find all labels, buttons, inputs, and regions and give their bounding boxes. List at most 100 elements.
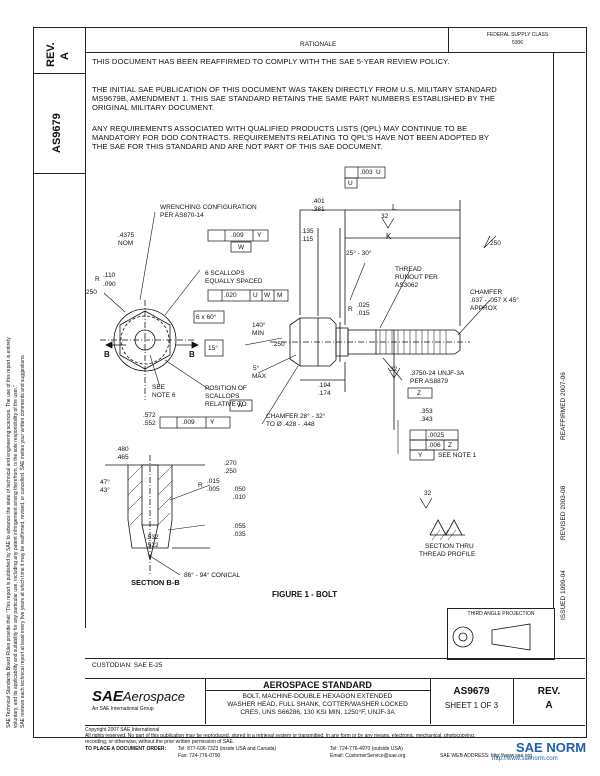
- deg-5: 5°: [253, 365, 260, 372]
- fcf-datum-y: Y: [257, 232, 262, 239]
- datum-w-2: W: [237, 402, 244, 409]
- sae-aerospace-logo: SAEAerospace An SAE International Group: [92, 688, 185, 712]
- equally-spaced-label: EQUALLY SPACED: [205, 278, 263, 285]
- custodian-label: CUSTODIAN: SAE E-25: [92, 662, 163, 669]
- scallops-label: 6 SCALLOPS: [205, 270, 245, 277]
- dim-l: L: [392, 203, 397, 212]
- dim-035: .035: [233, 531, 246, 538]
- paragraph-reaffirmed: THIS DOCUMENT HAS BEEN REAFFIRMED TO COM…: [92, 57, 450, 66]
- thread-profile-label: THREAD PROFILE: [419, 551, 476, 558]
- fcf-009-b: .009: [182, 419, 195, 426]
- thread-runout-1: THREAD: [395, 266, 422, 273]
- relative-to-label: RELATIVE TO: [205, 401, 247, 408]
- dim-270: .270: [224, 460, 237, 467]
- roughness-32-profile: 32: [424, 490, 432, 497]
- fcf-u: U: [253, 292, 258, 299]
- watermark-url[interactable]: http://www.saenorm.com: [492, 756, 558, 762]
- section-arrow-right: B: [189, 350, 195, 359]
- see-label: SEE: [152, 384, 166, 391]
- dim-k: K: [386, 232, 392, 241]
- fax: Fax: 724-776-0790: [178, 753, 221, 759]
- right-column-divider: [553, 52, 554, 608]
- datum-y-box: Y: [418, 452, 423, 459]
- deg-25-30: 25° - 30°: [346, 250, 372, 257]
- scallops-label-2: SCALLOPS: [205, 393, 240, 400]
- dim-343: .343: [420, 416, 433, 423]
- hex-head-end-view: [100, 300, 199, 400]
- per-as8879: PER AS8879: [410, 378, 448, 385]
- thread-runout-2: RUNOUT PER: [395, 274, 438, 281]
- doc-number-cell: AS9679: [33, 73, 86, 174]
- r-label-1: R: [95, 276, 100, 283]
- see-note-1: SEE NOTE 1: [438, 452, 477, 459]
- email-link[interactable]: Email: CustomerService@sae.org: [330, 753, 406, 759]
- tel-usa: Tel: 877-606-7323 (inside USA and Canada…: [178, 746, 277, 752]
- dim-nom: NOM: [118, 240, 134, 247]
- r-label-2: R: [348, 306, 353, 313]
- title-doc-number: AS9679: [453, 686, 490, 697]
- reaffirmed-date: REAFFIRMED 2007-06: [560, 372, 567, 440]
- paragraph-origin-3: ORIGINAL MILITARY DOCUMENT.: [92, 103, 215, 112]
- dim-250-section: .250: [224, 468, 237, 475]
- rationale-heading: RATIONALE: [300, 41, 337, 48]
- fsc-code: 5306: [511, 40, 524, 46]
- roughness-32-top: 32: [381, 213, 389, 220]
- logo-subtitle: An SAE International Group: [92, 706, 154, 712]
- datum-z: Z: [417, 390, 421, 397]
- tel-outside: Tel: 724-776-4970 (outside USA): [330, 746, 403, 752]
- chamfer-28: CHAMFER 28° - 32°: [266, 413, 326, 420]
- dim-480: .480: [116, 446, 129, 453]
- section-bb-title: SECTION B-B: [131, 578, 180, 587]
- dim-115: .115: [301, 236, 314, 243]
- roughness-250-hex: 250: [86, 289, 97, 296]
- six-x-60: 6 x 60°: [196, 314, 217, 321]
- note-6-label: NOTE 6: [152, 392, 176, 399]
- rights-line-1: All rights reserved. No part of this pub…: [85, 733, 476, 739]
- fcf-datum-u: U: [376, 169, 381, 176]
- fcf-003: .003: [360, 169, 373, 176]
- roughness-250-side: 250: [490, 240, 501, 247]
- place-order-label: TO PLACE A DOCUMENT ORDER:: [85, 746, 167, 752]
- drawing-frame: [33, 27, 587, 738]
- paragraph-origin-1: THE INITIAL SAE PUBLICATION OF THIS DOCU…: [92, 85, 497, 94]
- chamfer-approx: APPROX: [470, 305, 498, 312]
- min-label: MIN: [252, 330, 264, 337]
- sheet-number: SHEET 1 OF 3: [444, 701, 499, 710]
- section-thru-label: SECTION THRU: [425, 543, 474, 550]
- thread-profile-view: [429, 519, 465, 541]
- rights-line-2: recording, or otherwise, without the pri…: [85, 739, 235, 745]
- fcf-m: M: [277, 292, 283, 299]
- deg-47: 47°: [100, 479, 110, 486]
- deg-43: 43°: [100, 487, 110, 494]
- aerospace-standard-title: AEROSPACE STANDARD: [263, 680, 372, 690]
- fsc-label: FEDERAL SUPPLY CLASS: [486, 32, 549, 38]
- fcf-w: W: [264, 292, 271, 299]
- dim-010: .010: [233, 494, 246, 501]
- third-angle-box: THIRD ANGLE PROJECTION: [447, 608, 555, 660]
- dim-194: .194: [318, 382, 331, 389]
- dim-174: .174: [318, 390, 331, 397]
- paragraph-qpl-1: ANY REQUIREMENTS ASSOCIATED WITH QUALIFI…: [92, 124, 468, 133]
- per-as870-label: PER AS870-14: [160, 212, 204, 219]
- paragraph-qpl-3: THE SAE FOR THIS STANDARD AND ARE NOT PA…: [92, 142, 383, 151]
- dim-353: .353: [420, 408, 433, 415]
- dim-572: .572: [143, 412, 156, 419]
- left-column-divider: [85, 173, 86, 628]
- web-address-link[interactable]: SAE WEB ADDRESS: http://www.sae.org: [440, 753, 532, 759]
- dim-135: .135: [301, 228, 314, 235]
- dim-4375: .4375: [118, 232, 135, 239]
- custodian-divider: [85, 658, 585, 659]
- rev-cell: REV. A: [33, 27, 86, 74]
- max-label: MAX: [252, 373, 267, 380]
- title-block: [85, 678, 585, 726]
- title-rev-value: A: [545, 700, 553, 711]
- conical-label: 86° - 94° CONICAL: [184, 572, 241, 579]
- bolt-side-view: [270, 200, 470, 430]
- watermark-name: SAE NORM: [516, 740, 587, 755]
- fsc-cell: FEDERAL SUPPLY CLASS 5306: [448, 27, 586, 52]
- revised-date: REVISED 2003-08: [560, 485, 567, 540]
- datum-u-box: U: [348, 180, 353, 187]
- copyright: Copyright 2007 SAE International: [85, 727, 160, 733]
- dim-532: .532: [146, 534, 159, 541]
- dim-552: .552: [143, 420, 156, 427]
